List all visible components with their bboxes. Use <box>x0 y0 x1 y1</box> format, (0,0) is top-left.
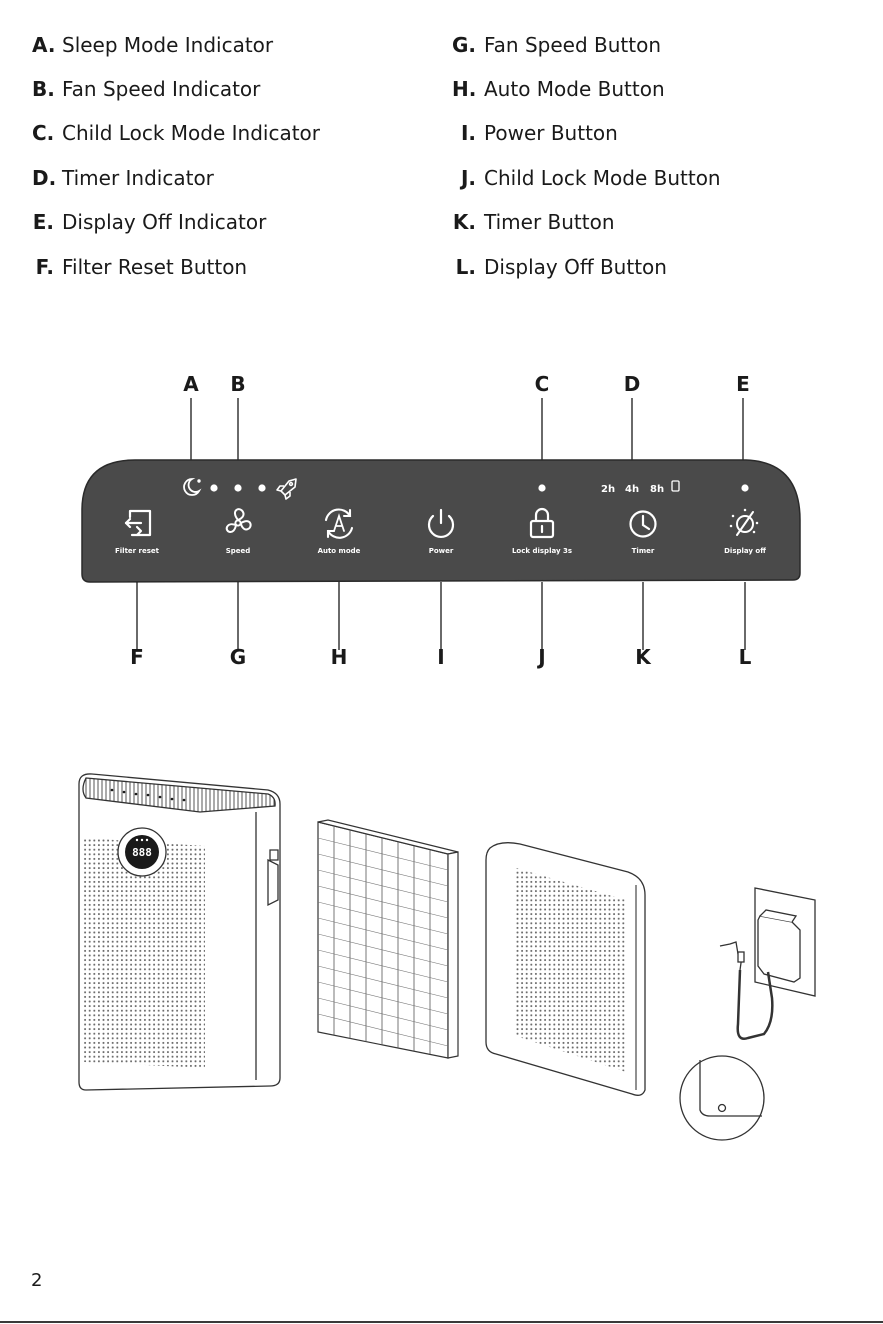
timer-indicator-box-icon <box>671 480 680 492</box>
legend-item-l: L.Display Off Button <box>455 255 667 279</box>
bottom-leader-lines <box>136 582 746 650</box>
legend-item-c: C.Child Lock Mode Indicator <box>32 121 320 145</box>
legend-item-j: J.Child Lock Mode Button <box>460 166 721 190</box>
page-number: 2 <box>31 1270 43 1291</box>
front-cover-illustration <box>485 842 646 1096</box>
power-label: Power <box>429 547 454 555</box>
control-panel-drawing: 2h 4h 8h <box>81 398 801 650</box>
auto-mode-icon <box>324 508 354 539</box>
callout-l: L <box>738 645 752 669</box>
callout-a: A <box>183 372 199 396</box>
callout-h: H <box>330 645 348 669</box>
timer-indicator-8h: 8h <box>650 484 664 495</box>
callout-f: F <box>130 645 144 669</box>
legend-item-i: I.Power Button <box>460 121 618 145</box>
fan-speed-indicator-dot-2 <box>258 484 266 492</box>
purifier-display-digits: 888 <box>132 846 152 859</box>
component-legend: A.Sleep Mode Indicator B.Fan Speed Indic… <box>0 28 883 298</box>
callout-i: I <box>437 645 445 669</box>
air-purifier-illustration: 888 <box>78 773 281 1091</box>
sleep-moon-icon <box>183 478 202 496</box>
timer-label: Timer <box>632 547 655 555</box>
legend-item-d: D.Timer Indicator <box>32 166 214 190</box>
filter-reset-label: Filter reset <box>115 547 160 555</box>
filter-reset-icon <box>124 509 152 537</box>
padlock-icon <box>529 507 555 539</box>
sleep-indicator-dot <box>210 484 218 492</box>
hepa-filter-illustration <box>317 819 459 1059</box>
display-off-label: Display off <box>724 547 766 555</box>
callout-b: B <box>230 372 246 396</box>
dc-port-zoom-illustration <box>679 1055 765 1141</box>
callout-j: J <box>538 645 546 669</box>
clock-icon <box>629 510 657 538</box>
legend-item-e: E.Display Off Indicator <box>32 210 267 234</box>
package-contents-drawing: 888 <box>78 773 816 1141</box>
child-lock-indicator-dot <box>538 484 546 492</box>
fan-speed-indicator-dot-1 <box>234 484 242 492</box>
legend-item-a: A.Sleep Mode Indicator <box>32 33 274 57</box>
timer-indicator-2h: 2h <box>601 484 615 495</box>
timer-indicator-4h: 4h <box>625 484 639 495</box>
legend-item-b: B.Fan Speed Indicator <box>32 77 261 101</box>
callout-e: E <box>736 372 750 396</box>
package-contents-illustration: 888 <box>0 760 883 1160</box>
bottom-rule <box>0 1321 883 1323</box>
callout-d: D <box>623 372 641 396</box>
auto-mode-label: Auto mode <box>318 547 361 555</box>
callout-g: G <box>229 645 247 669</box>
power-adapter-illustration <box>719 887 816 1040</box>
display-off-indicator-dot <box>741 484 749 492</box>
power-icon <box>427 508 455 538</box>
legend-item-k: K.Timer Button <box>452 210 615 234</box>
fan-speed-icon <box>225 508 252 533</box>
legend-item-g: G.Fan Speed Button <box>452 33 662 57</box>
callout-k: K <box>635 645 651 669</box>
turbo-rocket-icon <box>276 478 297 500</box>
lock-display-label: Lock display 3s <box>512 547 572 555</box>
speed-label: Speed <box>226 547 251 555</box>
legend-item-f: F.Filter Reset Button <box>35 255 248 279</box>
callout-c: C <box>534 372 550 396</box>
display-off-icon <box>729 508 759 536</box>
control-panel-figure: A B C D E <box>0 360 883 680</box>
legend-item-h: H.Auto Mode Button <box>452 77 665 101</box>
